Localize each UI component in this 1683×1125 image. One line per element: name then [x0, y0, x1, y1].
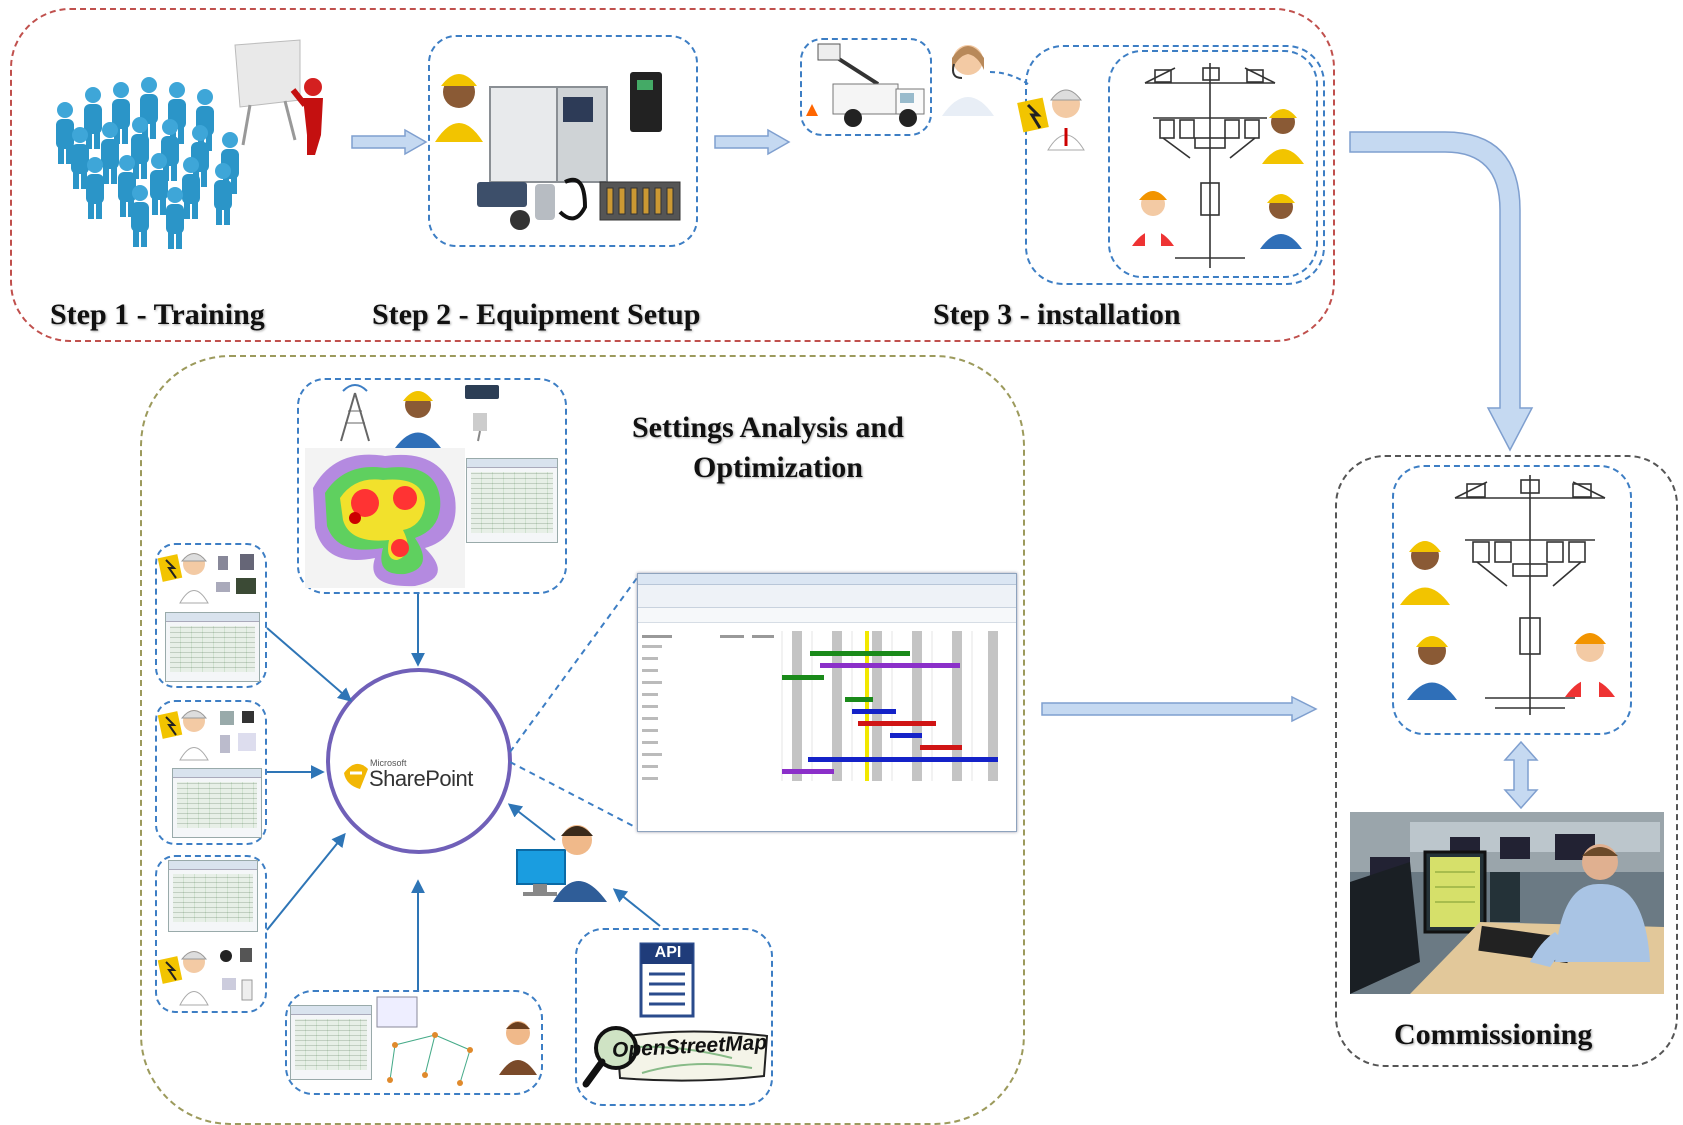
field-report-box-1: [155, 543, 267, 688]
control-room-photo: [1350, 812, 1664, 994]
commissioning-frame: [1335, 455, 1678, 1067]
field-report-box-2: [155, 700, 267, 845]
equipment-box: [428, 35, 698, 247]
user-computer-icon: [516, 825, 607, 902]
field-report-box-3: [155, 855, 267, 1013]
installation-inner-box: [1108, 50, 1318, 278]
network-report-window: [290, 1005, 372, 1080]
installation-outer-box: [1025, 45, 1325, 285]
field-report-window-1: [165, 612, 260, 682]
field-report-window-2: [172, 768, 262, 838]
field-report-window-3: [168, 860, 258, 932]
coverage-analysis-box: [297, 378, 567, 594]
equipment-setup-icon: [435, 72, 681, 230]
network-diagram-icon: [376, 996, 473, 1086]
flow-arrow-step1-to-step2: [351, 128, 428, 156]
openstreetmap-logo: [582, 1026, 769, 1088]
flow-arrow-step2-to-step3: [714, 128, 791, 156]
commissioning-pole-box: [1392, 465, 1632, 735]
flow-arrow-analysis-to-commissioning: [1041, 695, 1318, 723]
analysis-title-line1: Settings Analysis and: [632, 411, 904, 444]
electrician-icon: [157, 710, 256, 761]
bucket-truck-box: [800, 38, 932, 136]
sharepoint-logo-icon: [344, 763, 368, 789]
api-osm-box: [575, 928, 773, 1106]
engineer-icon: [395, 391, 441, 448]
utility-pole-drawing: [1144, 63, 1276, 268]
sharepoint-name: SharePoint: [369, 766, 473, 791]
installer-worker-icon: [1132, 191, 1174, 246]
api-document-icon: [639, 942, 695, 1018]
commissioning-worker-icon: [1400, 541, 1450, 605]
network-model-box: [285, 990, 543, 1095]
sharepoint-brand: Microsoft: [370, 758, 407, 768]
electrician-icon: [157, 948, 253, 1006]
electrician-icon: [157, 553, 256, 604]
coverage-heatmap: [305, 448, 465, 588]
commissioning-worker-icon: [1407, 636, 1457, 700]
analyst-icon: [499, 1021, 537, 1075]
gantt-project-window: [637, 573, 1017, 832]
analysis-title-line2: Optimization: [693, 451, 863, 484]
dispatch-dashed-link: [989, 71, 1029, 85]
flow-arrow-steps-to-commissioning: [1349, 131, 1534, 452]
commissioning-label: Commissioning: [1394, 1018, 1593, 1051]
modem-device-icon: [465, 385, 499, 442]
step3-label: Step 3 - installation: [933, 298, 1181, 331]
api-label: API: [654, 944, 682, 961]
utility-pole-drawing: [1454, 475, 1606, 715]
step1-label: Step 1 - Training: [50, 298, 265, 331]
bucket-truck-icon: [806, 43, 925, 127]
step2-label: Step 2 - Equipment Setup: [372, 298, 701, 331]
training-crowd-icon: [56, 39, 323, 249]
double-arrow-pole-control-room: [1503, 740, 1539, 810]
steps-frame: [10, 8, 1335, 342]
antenna-tower-icon: [340, 384, 370, 442]
installer-worker-icon: [1260, 194, 1302, 249]
installer-worker-icon: [1262, 109, 1304, 164]
dispatcher-headset-icon: [942, 45, 994, 116]
sharepoint-hub: [326, 668, 512, 854]
gantt-chart: [642, 631, 998, 781]
electrician-icon: [1017, 89, 1085, 151]
coverage-report-window: [466, 458, 558, 543]
commissioning-worker-icon: [1565, 633, 1615, 697]
